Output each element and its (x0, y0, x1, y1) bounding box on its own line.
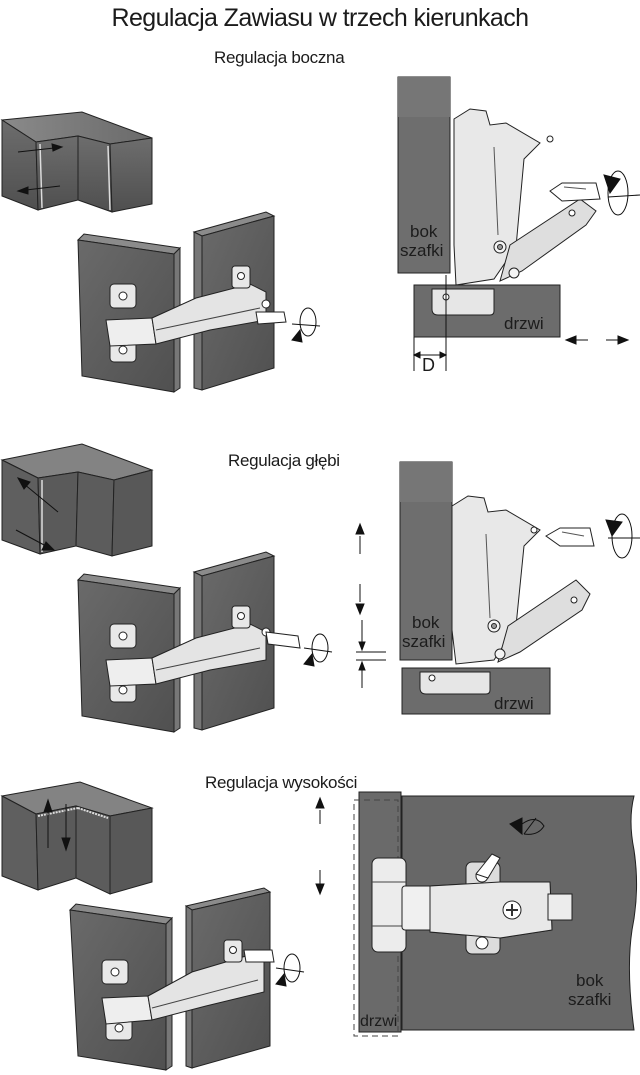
rotation-arrow-icon (303, 633, 333, 667)
screwdriver-icon (255, 311, 287, 325)
corner-cabinet-illustration-lateral (0, 111, 153, 213)
label-door: drzwi (494, 694, 534, 713)
arrow-up-icon (43, 798, 53, 848)
rotation-arrow-icon (275, 953, 305, 987)
arrow-diagonal-front-icon (15, 529, 56, 551)
section-title-lateral: Regulacja boczna (214, 48, 345, 67)
label-cabinet-side-line2: szafki (568, 990, 611, 1009)
hinge-panels-illustration-depth (76, 551, 333, 733)
corner-cabinet-illustration-height (0, 781, 154, 895)
rotation-arrow-icon (603, 170, 640, 216)
gap-dimension-marker (356, 620, 386, 688)
label-cabinet-side-line1: bok (410, 222, 438, 241)
arrow-up-icon (355, 522, 365, 554)
hinge-section-illustration-lateral: bok szafki drzwi D (397, 76, 640, 375)
screwdriver-icon (265, 631, 301, 649)
corner-cabinet-illustration-depth (0, 443, 154, 557)
label-cabinet-side-line1: bok (576, 971, 604, 990)
rotation-arrow-icon (509, 817, 545, 836)
screwdriver-bit-icon (549, 182, 601, 202)
label-door: drzwi (504, 314, 544, 333)
label-door: drzwi (360, 1013, 397, 1030)
arrow-right-icon (606, 335, 630, 345)
label-cabinet-side-line2: szafki (400, 241, 443, 260)
label-dimension-d: D (422, 355, 435, 375)
rotation-arrow-icon (605, 513, 640, 559)
arrow-diagonal-back-icon (16, 477, 59, 513)
arrow-down-icon (355, 584, 365, 616)
arrow-left-icon (564, 335, 588, 345)
arrow-up-icon (315, 796, 325, 824)
label-cabinet-side-line2: szafki (402, 632, 445, 651)
label-cabinet-side-line1: bok (412, 613, 440, 632)
arrow-left-icon (16, 185, 61, 195)
dimension-d-marker (412, 275, 448, 371)
arrow-right-icon (17, 143, 64, 153)
section-title-height: Regulacja wysokości (205, 773, 358, 792)
arrow-down-icon (61, 804, 71, 852)
hinge-section-illustration-depth: bok szafki drzwi (355, 461, 640, 715)
hinge-panels-illustration-height (68, 887, 305, 1071)
rotation-arrow-icon (291, 307, 321, 343)
screwdriver-bit-icon (545, 527, 595, 547)
arrow-down-icon (315, 870, 325, 896)
hinge-top-view-illustration-height: drzwi bok szafki (315, 791, 638, 1037)
section-title-depth: Regulacja głębi (228, 451, 340, 470)
hinge-panels-illustration-lateral (76, 211, 321, 393)
screwdriver-icon (243, 949, 275, 963)
page-title: Regulacja Zawiasu w trzech kierunkach (111, 4, 529, 32)
screwdriver-icon (475, 853, 501, 879)
